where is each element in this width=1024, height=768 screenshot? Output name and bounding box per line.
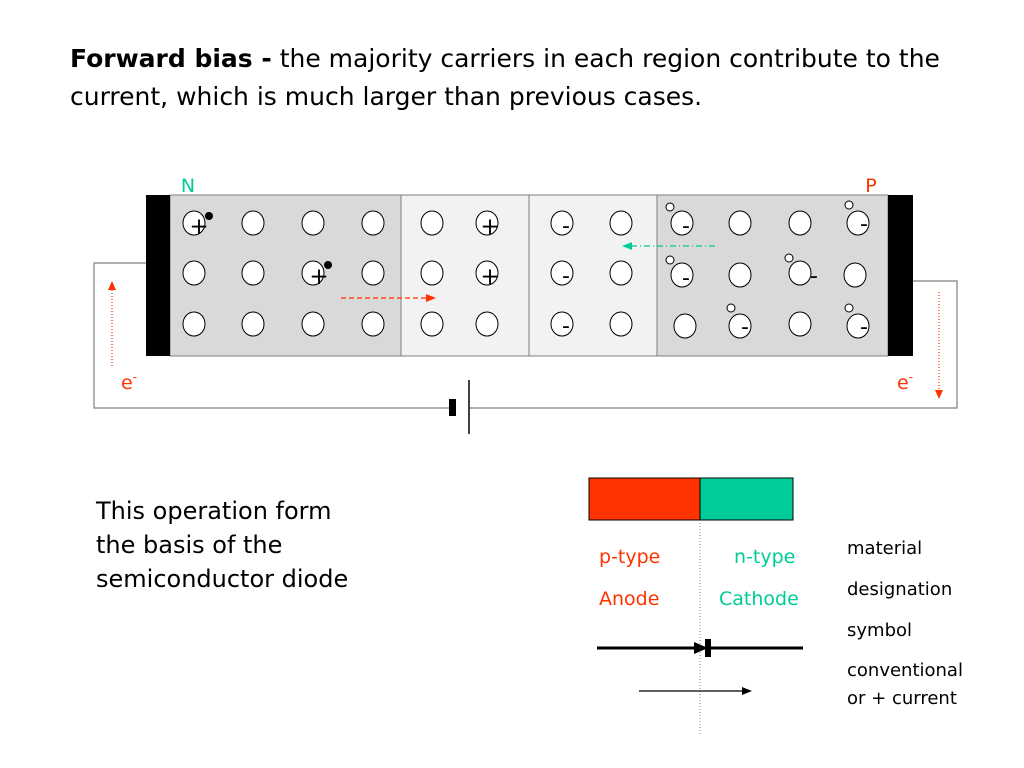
hole-flow-arrow [341,294,436,302]
right-contact [888,195,913,356]
plus-sign: + [480,264,499,290]
negative-ions: - - - - - - - - - [562,212,868,340]
left-electron-sup: - [133,370,137,384]
body-text-line: This operation form [96,497,332,525]
n-region-label: N [181,175,195,197]
left-electron-flow-arrow [108,281,116,368]
circuit-wire-left [93,262,452,409]
minus-sign: - [562,264,570,289]
body-text-line: semiconductor diode [96,565,349,593]
left-electron-letter: e [121,372,133,394]
p-material-block [588,477,701,521]
diode-symbol [597,639,803,657]
cathode-label: Cathode [719,588,799,610]
positive-ions: + + + + [189,214,499,290]
battery-short-plate [449,399,456,416]
p-type-label: p-type [599,546,661,568]
heading-bold: Forward bias - [70,44,272,73]
circuit-wire-right [470,280,958,409]
minus-sign: - [562,314,570,339]
right-electron-sup: - [909,370,913,384]
p-region-label: P [865,175,876,197]
left-electron-label: e- [121,370,137,394]
slide-heading: Forward bias - the majority carriers in … [70,40,970,116]
minus-sign: - [860,212,868,237]
heading-rest: the majority carriers in each region con… [70,44,940,111]
minus-sign: - [860,315,868,340]
p-depletion-region [528,194,658,357]
minus-sign: - [810,264,818,289]
n-type-label: n-type [734,546,796,568]
right-electron-label: e- [897,370,913,394]
plus-sign: + [309,264,328,290]
n-material-block [699,477,794,521]
free-electrons [205,212,332,269]
right-electron-flow-arrow [935,292,943,399]
minus-sign: - [562,214,570,239]
anode-label: Anode [599,588,660,610]
row-label-symbol: symbol [847,620,913,641]
body-text-line: the basis of the [96,531,283,559]
left-contact [146,195,170,356]
n-depletion-region [400,194,530,357]
atom-circles [182,210,870,339]
conventional-current-arrow [639,687,752,695]
holes [665,200,854,313]
electron-flow-arrow [622,242,718,250]
plus-sign: + [480,214,499,240]
plus-sign: + [189,214,208,240]
row-label-current: or + current [847,688,957,709]
row-label-conventional: conventional [847,660,963,681]
minus-sign: - [741,315,749,340]
row-label-designation: designation [847,579,953,600]
minus-sign: - [682,266,690,291]
minus-sign: - [682,214,690,239]
right-electron-letter: e [897,372,909,394]
row-label-material: material [847,538,923,559]
body-text: This operation form the basis of the sem… [96,494,396,596]
